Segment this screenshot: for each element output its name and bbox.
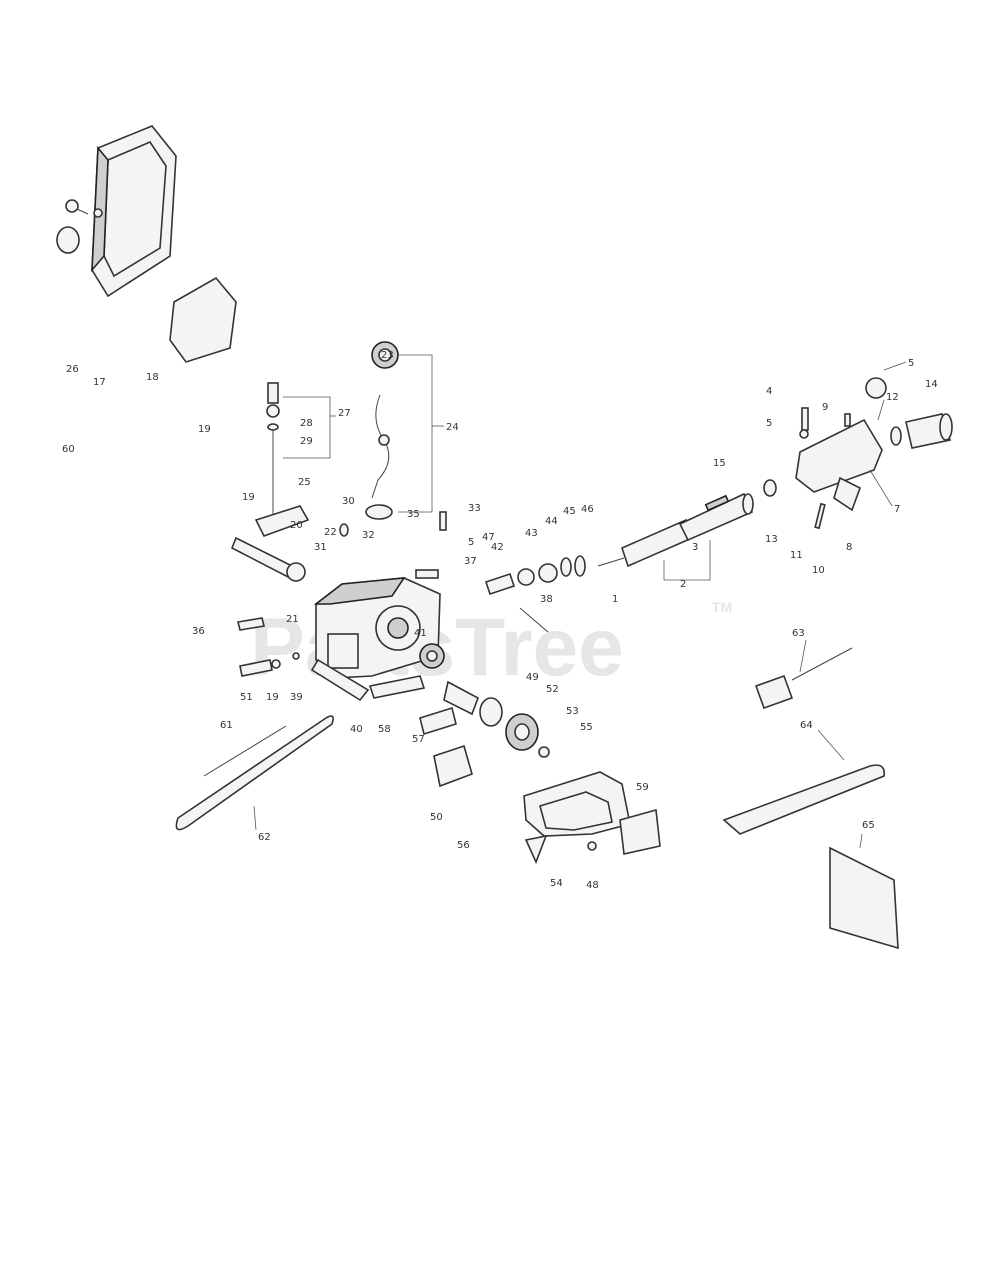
callout-label: 42	[491, 542, 504, 553]
main-housing	[310, 577, 441, 702]
callout-label: 45	[563, 506, 576, 517]
callout-label: 29	[300, 436, 313, 447]
callout-label: 62	[258, 832, 271, 843]
callout-label: 14	[925, 379, 938, 390]
callout-label: 21	[286, 614, 299, 625]
callout-label: 40	[350, 724, 363, 735]
screw-26	[65, 199, 89, 215]
bar-scabbard	[722, 764, 886, 835]
callout-label: 56	[457, 840, 470, 851]
callout-label: 32	[362, 530, 375, 541]
chain-guard	[523, 771, 661, 865]
callout-label: 55	[580, 722, 593, 733]
leader-lines	[253, 354, 907, 849]
callout-label: 10	[812, 565, 825, 576]
callout-label: 19	[242, 492, 255, 503]
callout-label: 53	[566, 706, 579, 717]
callout-label: 52	[546, 684, 559, 695]
callout-label: 57	[412, 734, 425, 745]
callout-label: 19	[198, 424, 211, 435]
callout-label: 13	[765, 534, 778, 545]
middle-fasteners	[415, 511, 586, 669]
callout-label: 11	[790, 550, 803, 561]
seal-37	[339, 523, 349, 537]
callout-labels: 26 17 18 60 19 27 28 29 25 23 24 19 20 3…	[62, 350, 938, 891]
callout-label: 23	[381, 350, 394, 361]
callout-label: 12	[886, 392, 899, 403]
callout-label: 59	[636, 782, 649, 793]
callout-label: 51	[240, 692, 253, 703]
callout-label: 54	[550, 878, 563, 889]
callout-label: 63	[792, 628, 805, 639]
callout-label: 25	[298, 477, 311, 488]
oil-cap-assembly	[371, 341, 399, 499]
callout-label: 22	[324, 527, 337, 538]
callout-label: 17	[93, 377, 106, 388]
callout-label: 4	[766, 386, 772, 397]
callout-label: 2	[680, 579, 686, 590]
callout-label: 1	[612, 594, 618, 605]
callout-label: 60	[62, 444, 75, 455]
bar-wrench	[754, 647, 853, 710]
callout-label: 47	[482, 532, 495, 543]
callout-label: 49	[526, 672, 539, 683]
callout-label: 5	[908, 358, 914, 369]
gear-case-cover	[91, 125, 177, 298]
callout-label: 27	[338, 408, 351, 419]
callout-label: 35	[407, 509, 420, 520]
callout-label: 44	[545, 516, 558, 527]
callout-label: 43	[525, 528, 538, 539]
callout-label: 5	[468, 537, 474, 548]
gasket	[169, 276, 237, 363]
callout-label: 24	[446, 422, 459, 433]
callout-label: 36	[192, 626, 205, 637]
callout-label: 5	[766, 418, 772, 429]
callout-label: 31	[314, 542, 327, 553]
callout-label: 37	[464, 556, 477, 567]
washer-17	[93, 208, 103, 218]
callout-label: 58	[378, 724, 391, 735]
callout-label: 39	[290, 692, 303, 703]
motor-housing	[763, 377, 953, 530]
callout-label: 19	[266, 692, 279, 703]
o-ring-60	[56, 226, 80, 254]
drive-shaft	[597, 492, 754, 568]
callout-label: 28	[300, 418, 313, 429]
callout-label: 26	[66, 364, 79, 375]
callout-label: 30	[342, 496, 355, 507]
callout-label: 9	[822, 402, 828, 413]
owners-manual	[829, 846, 899, 950]
callout-label: 33	[468, 503, 481, 514]
callout-label: 18	[146, 372, 159, 383]
callout-label: 3	[692, 542, 698, 553]
callout-label: 50	[430, 812, 443, 823]
oil-filter-35	[365, 504, 393, 520]
callout-label: 15	[713, 458, 726, 469]
guide-bar	[175, 715, 334, 831]
callout-label: 20	[290, 520, 303, 531]
callout-label: 38	[540, 594, 553, 605]
callout-label: 46	[581, 504, 594, 515]
callout-label: 61	[220, 720, 233, 731]
callout-label: 48	[586, 880, 599, 891]
oil-pump-parts	[230, 382, 310, 582]
callout-label: 65	[862, 820, 875, 831]
callout-label: 64	[800, 720, 813, 731]
sprocket-assembly	[368, 675, 550, 788]
watermark-tm: TM	[712, 599, 732, 615]
callout-label: 41	[414, 628, 427, 639]
left-fasteners	[237, 617, 300, 677]
callout-label: 7	[894, 504, 900, 515]
callout-label: 8	[846, 542, 852, 553]
